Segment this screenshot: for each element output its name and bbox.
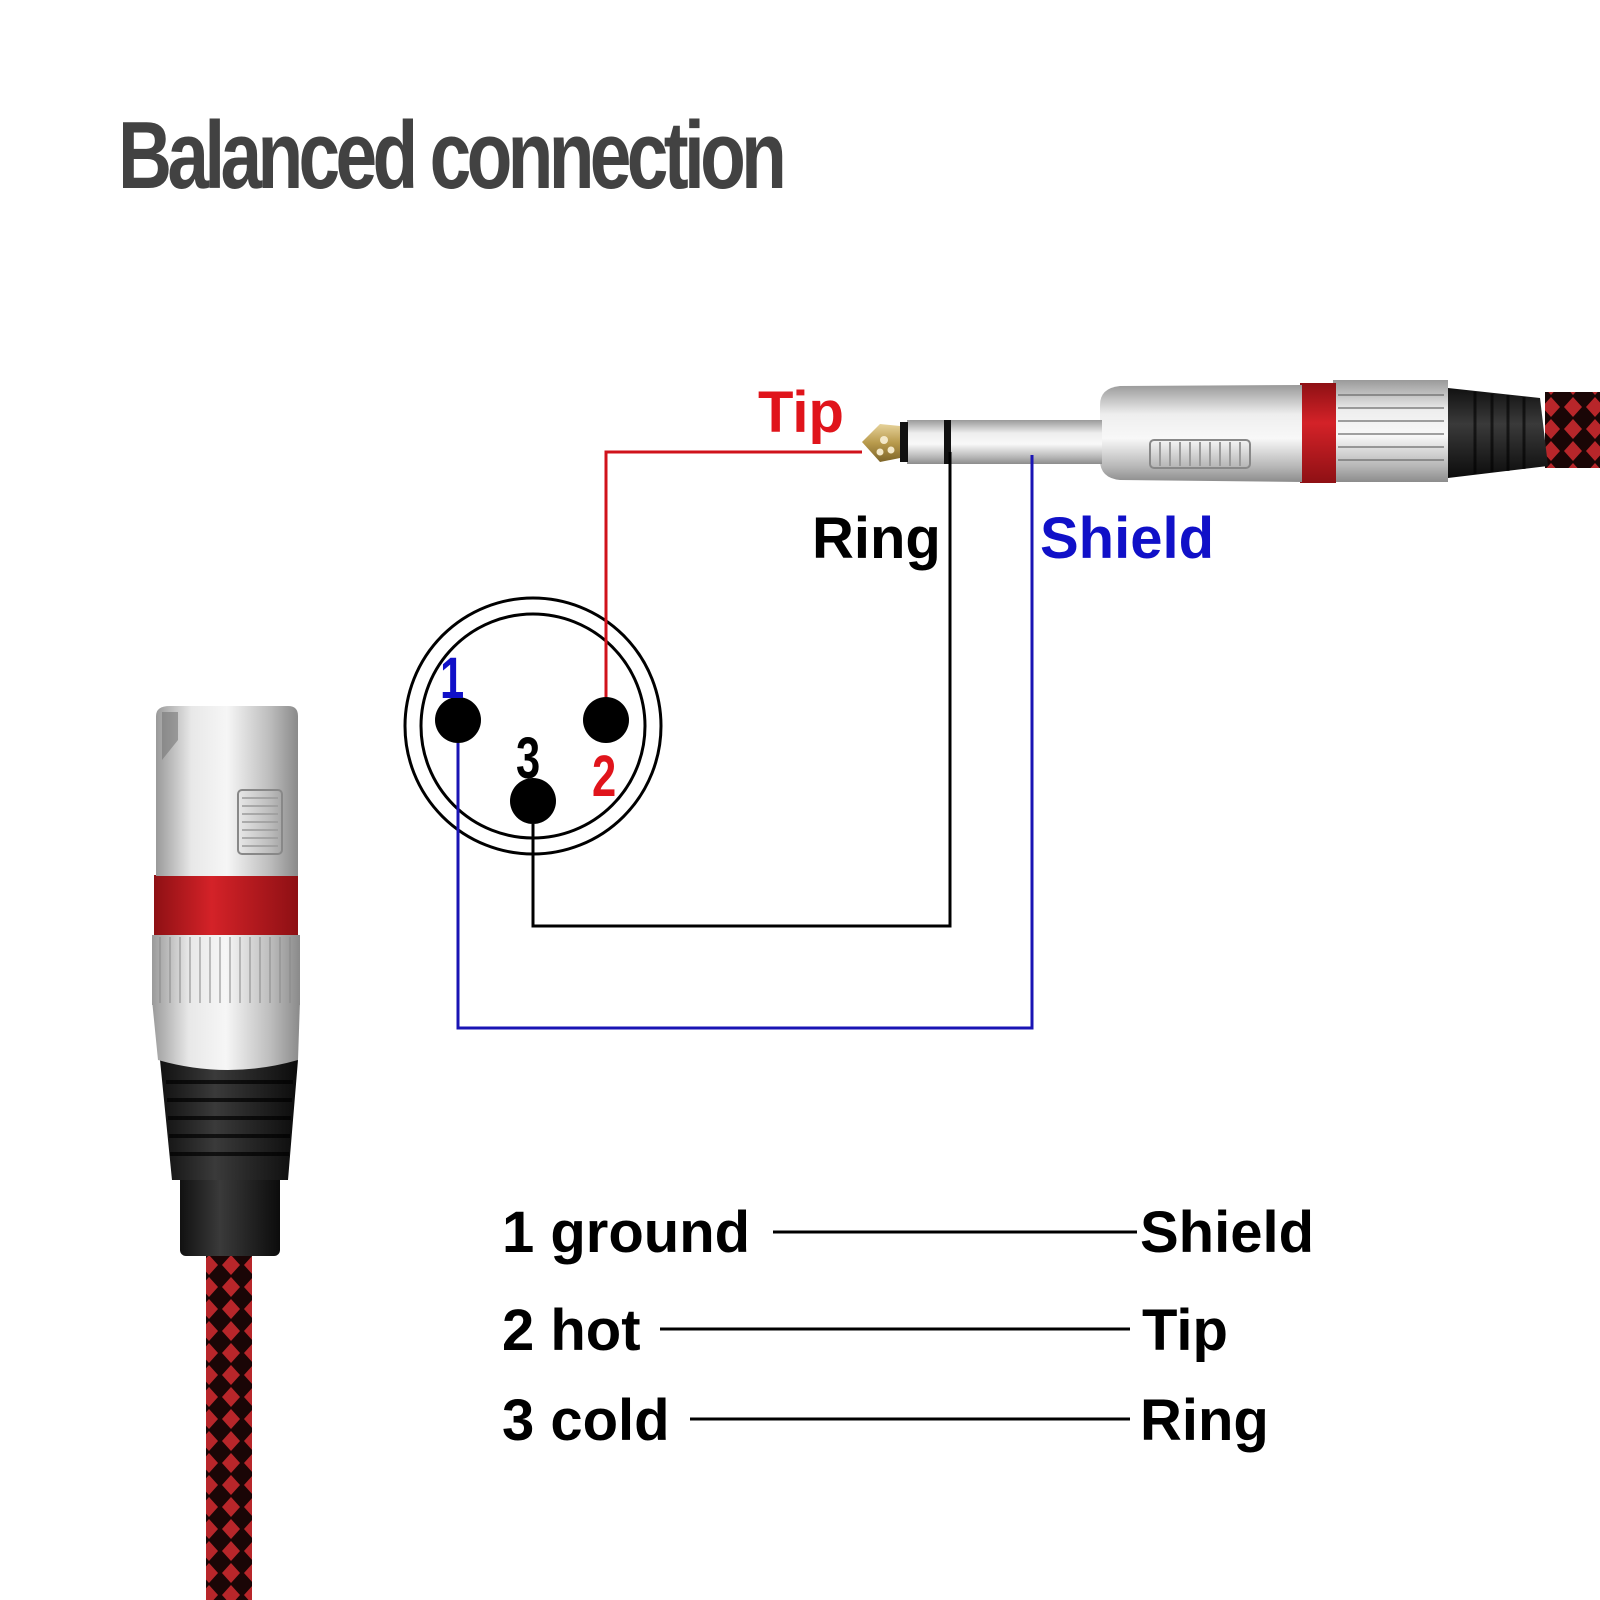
xlr-pin-3	[510, 778, 556, 824]
xlr-pin-1	[435, 697, 481, 743]
ring-wire	[531, 452, 952, 928]
legend-left-hot: 2 hot	[502, 1298, 641, 1363]
page-title: Balanced connection	[118, 102, 787, 209]
trs-plug-graphic	[862, 380, 1600, 483]
legend-right-shield: Shield	[1140, 1200, 1315, 1265]
tip-wire	[604, 450, 862, 697]
pin-3-number: 3	[516, 726, 541, 791]
legend-left-cold: 3 cold	[502, 1388, 670, 1453]
xlr-pin-2	[583, 697, 629, 743]
ring-label: Ring	[812, 506, 941, 571]
legend-left-ground: 1 ground	[502, 1200, 751, 1265]
shield-label: Shield	[1040, 506, 1215, 571]
tip-label: Tip	[758, 380, 844, 445]
xlr-plug-graphic	[152, 706, 300, 1600]
pin-1-number: 1	[440, 646, 465, 711]
legend-right-tip: Tip	[1142, 1298, 1228, 1363]
pin-2-number: 2	[592, 744, 617, 809]
shield-wire	[456, 455, 1034, 1030]
legend-right-ring: Ring	[1140, 1388, 1269, 1453]
